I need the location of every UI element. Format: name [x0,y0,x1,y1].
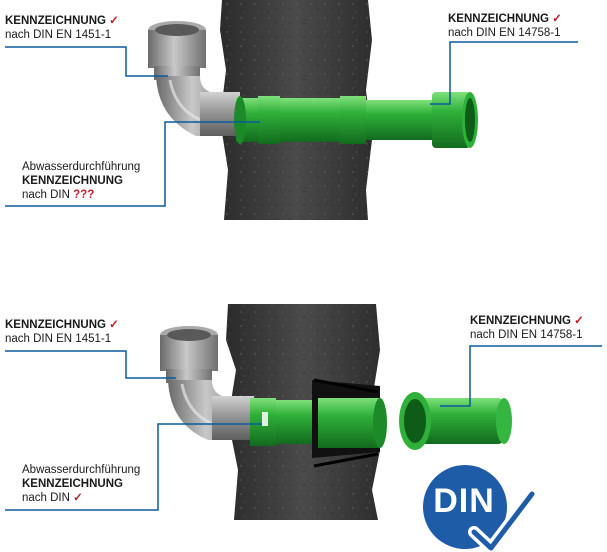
bottom-left-label-standard: nach DIN EN 1451-1 [5,333,112,345]
leader-lines [5,41,602,511]
top-left-label-standard: nach DIN EN 1451-1 [5,29,112,41]
bottom-middle-label-title: KENNZEICHNUNG [22,478,123,490]
check-icon: ✓ [109,319,119,331]
top-right-label: KENNZEICHNUNG ✓ nach DIN EN 14758-1 [448,12,562,40]
bottom-right-label-standard: nach DIN EN 14758-1 [470,329,583,341]
leader-top-left [5,46,168,77]
bottom-middle-label-line1: Abwasserdurchführung [22,464,141,476]
bottom-middle-label-line3: nach DIN [22,492,70,504]
top-middle-label: Abwasserdurchführung KENNZEICHNUNG nach … [22,160,140,202]
bottom-right-label-title: KENNZEICHNUNG [470,315,571,327]
top-middle-label-line3: nach DIN [22,189,70,201]
leader-bottom-right [440,345,602,407]
top-green-pipe [234,92,478,148]
top-grey-pipe [148,21,240,136]
top-right-label-title: KENNZEICHNUNG [448,13,549,25]
check-icon: ✓ [574,315,584,327]
bottom-middle-label: Abwasserdurchführung KENNZEICHNUNG nach … [22,463,140,505]
bottom-green-pipe [250,378,387,468]
din-badge-text: DIN [433,482,495,520]
check-icon: ✓ [552,13,562,25]
din-badge [423,465,538,552]
top-middle-label-title: KENNZEICHNUNG [22,175,123,187]
bottom-right-label: KENNZEICHNUNG ✓ nach DIN EN 14758-1 [470,314,584,342]
top-left-label-title: KENNZEICHNUNG [5,15,106,27]
bottom-scene [160,304,512,520]
top-right-label-standard: nach DIN EN 14758-1 [448,27,561,39]
question-marks: ??? [73,189,95,201]
top-left-label: KENNZEICHNUNG ✓ nach DIN EN 1451-1 [5,14,119,42]
check-icon: ✓ [109,15,119,27]
leader-bottom-middle [5,423,262,511]
bottom-left-label-title: KENNZEICHNUNG [5,319,106,331]
bottom-grey-pipe [160,326,254,440]
leader-top-right [430,41,578,105]
leader-top-middle [5,121,260,207]
bottom-left-label: KENNZEICHNUNG ✓ nach DIN EN 1451-1 [5,318,119,346]
leader-bottom-left [5,350,176,379]
top-middle-label-line1: Abwasserdurchführung [22,161,141,173]
top-scene [148,0,478,220]
detached-green-fitting [399,392,512,450]
check-icon: ✓ [73,492,83,504]
